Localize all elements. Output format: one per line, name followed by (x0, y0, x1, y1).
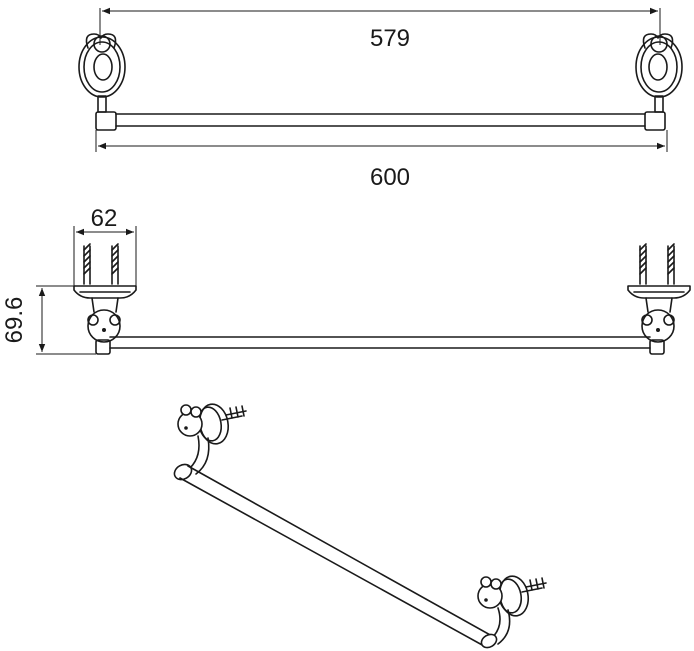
dimension-579: 579 (99, 7, 661, 52)
right-rosette-front (635, 33, 683, 113)
upper-bracket-iso (173, 403, 247, 481)
front-view: 579 (78, 7, 683, 191)
lower-bracket-iso (477, 575, 547, 649)
rail-front (95, 111, 666, 131)
dimension-label-579: 579 (370, 25, 410, 52)
right-bracket-top (627, 243, 691, 355)
top-view: 62 69.6 (1, 205, 691, 355)
left-rosette-front (78, 33, 126, 113)
dimension-label-600: 600 (370, 164, 410, 191)
rail-top (109, 336, 651, 349)
dimension-label-69-6: 69.6 (1, 297, 28, 344)
dimension-62: 62 (73, 205, 137, 290)
rail-iso (179, 465, 493, 647)
left-bracket-top (73, 243, 137, 355)
isometric-view (173, 403, 547, 649)
dimension-label-62: 62 (91, 205, 118, 232)
dimension-600: 600 (95, 130, 668, 191)
